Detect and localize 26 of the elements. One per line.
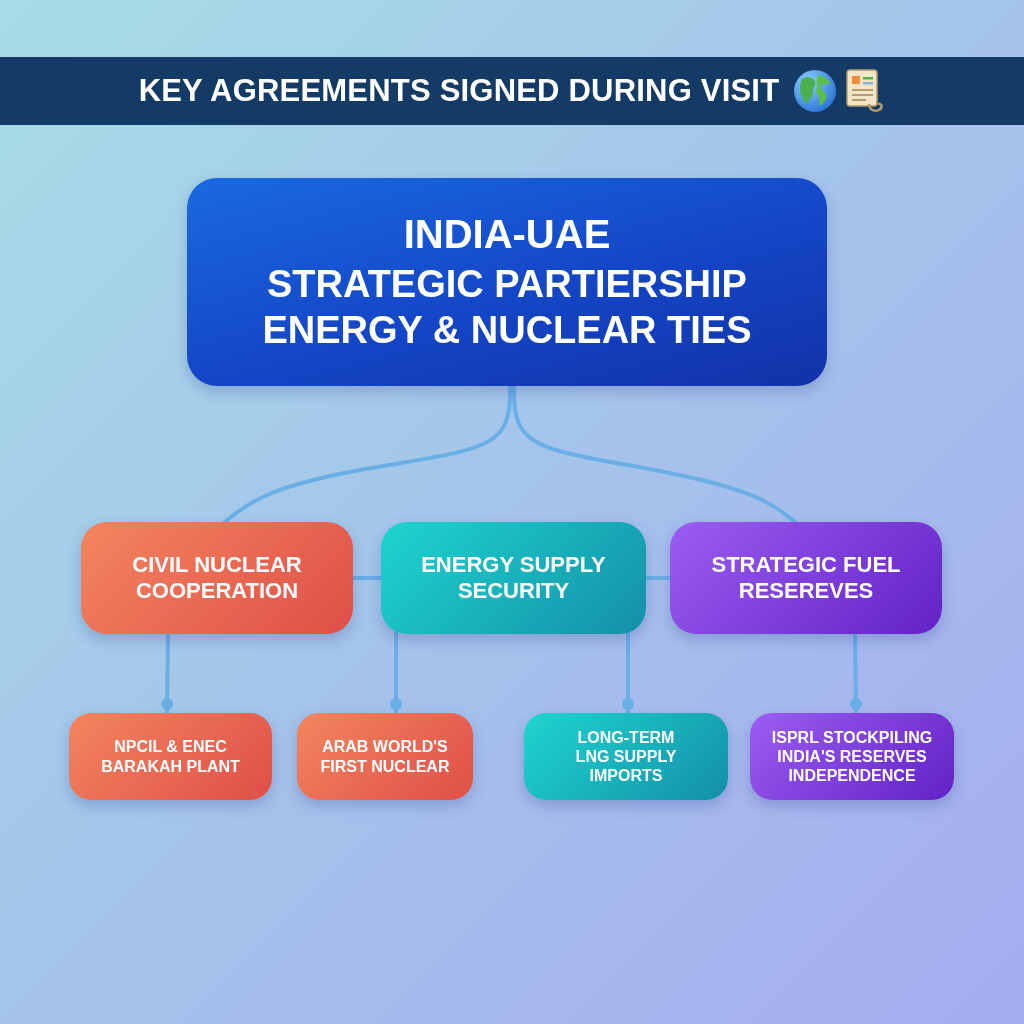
connector-line (390, 629, 402, 715)
connector-line (161, 632, 174, 715)
connector-line (351, 576, 383, 580)
detail-box (750, 713, 954, 800)
category-label: STRATEGIC FUEL RESEREVES (710, 551, 902, 605)
connector-line (512, 384, 798, 524)
topic-subheading: STRATEGIC PARTIERSHIP ENERGY & NUCLEAR TIES (261, 262, 753, 353)
connector-line (644, 576, 672, 580)
detail-label: LONG-TERM LNG SUPPLY IMPORTS (574, 727, 678, 786)
detail-label: ISPRL STOCKPILING INDIA'S RESERVES INDEPENDENCE (770, 727, 934, 786)
topic-heading: INDIA-UAE (403, 211, 611, 259)
category-label: ENERGY SUPPLY SECURITY (420, 551, 607, 605)
detail-box (69, 713, 272, 800)
connector-line (849, 632, 862, 715)
connector-line (622, 630, 635, 715)
category-box (381, 522, 646, 634)
category-box (81, 522, 353, 634)
detail-box (524, 713, 728, 800)
title: KEY AGREEMENTS SIGNED DURING VISIT (138, 73, 780, 109)
category-box (670, 522, 942, 634)
category-label: CIVIL NUCLEAR COOPERATION (131, 551, 303, 605)
detail-label: ARAB WORLD'S FIRST NUCLEAR (319, 737, 451, 776)
connector-line (222, 384, 513, 524)
detail-box (297, 713, 473, 800)
detail-label: NPCIL & ENEC BARAKAH PLANT (100, 737, 241, 776)
main-topic-box (187, 178, 827, 386)
